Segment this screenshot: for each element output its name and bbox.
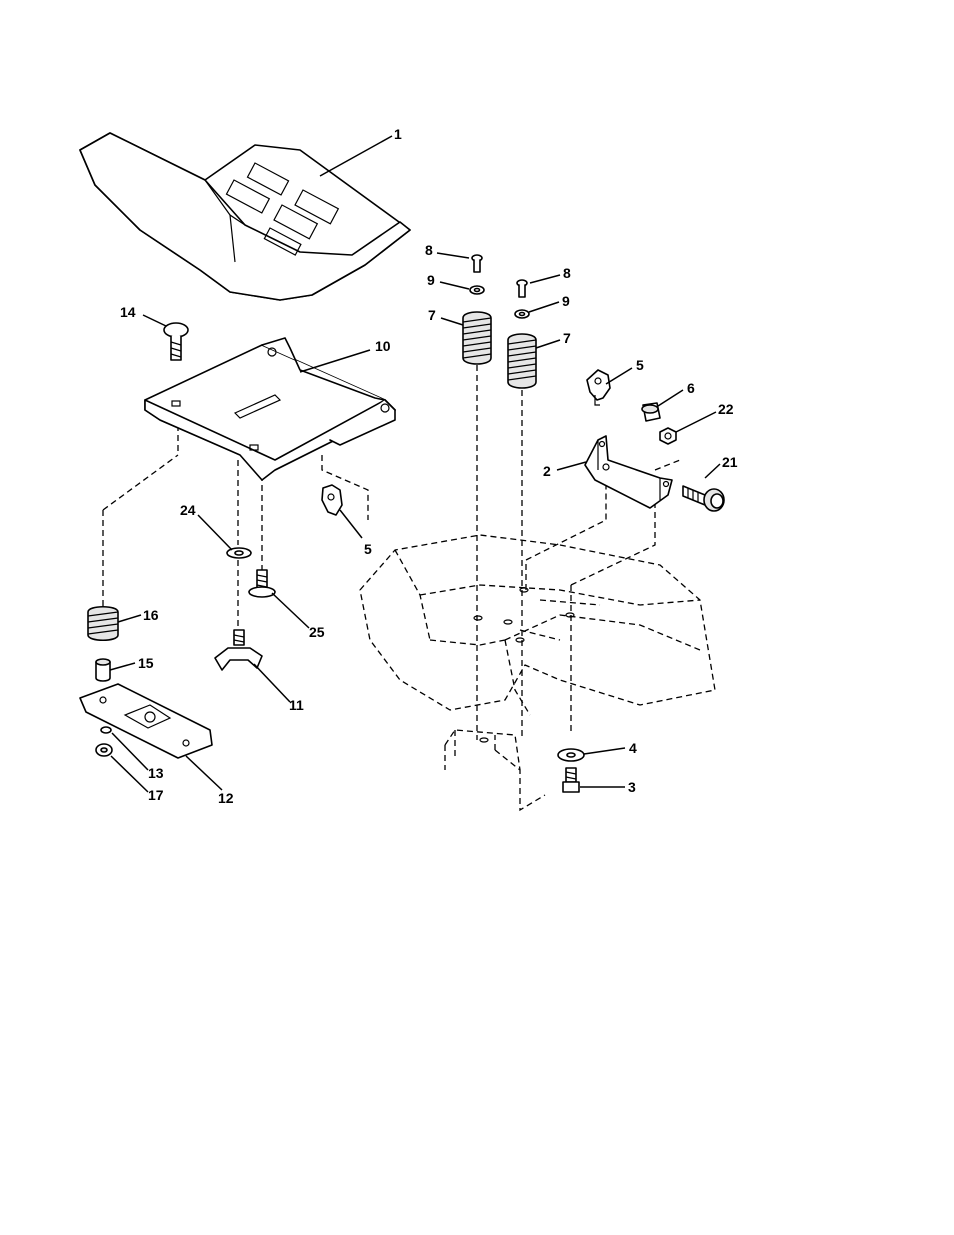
callout-label: 2 <box>543 463 551 479</box>
seat-pan <box>145 338 395 480</box>
callout-label: 5 <box>636 357 644 373</box>
callout-label: 16 <box>143 607 159 623</box>
callout-label: 12 <box>218 790 234 806</box>
callout-label: 3 <box>628 779 636 795</box>
callout-label: 8 <box>425 242 433 258</box>
callout-label: 9 <box>562 293 570 309</box>
hex-nut <box>660 428 676 444</box>
adjustment-clip-upper <box>587 370 610 405</box>
nut <box>642 403 660 421</box>
shoulder-screw <box>249 570 275 597</box>
callout-label: 15 <box>138 655 154 671</box>
callout-label: 24 <box>180 502 196 518</box>
callout-label: 7 <box>563 330 571 346</box>
bolt-washer-spring-right <box>508 280 536 388</box>
callout-label: 25 <box>309 624 325 640</box>
callout-label: 22 <box>718 401 734 417</box>
callout-label: 7 <box>428 307 436 323</box>
mounting-bracket <box>585 436 672 508</box>
shoulder-bolt <box>683 486 724 511</box>
hex-bolt <box>563 768 579 792</box>
callout-label: 11 <box>289 697 304 713</box>
seat-spring <box>88 607 118 641</box>
lower-mount-bracket <box>445 730 545 810</box>
callout-label: 5 <box>364 541 372 557</box>
bolt-washer-spring-left <box>463 255 491 364</box>
callout-label: 1 <box>394 126 402 142</box>
lock-washer <box>96 744 112 756</box>
callout-label: 9 <box>427 272 435 288</box>
callout-label: 8 <box>563 265 571 281</box>
adjustment-clip-lower <box>322 485 342 515</box>
carriage-bolt <box>164 323 188 360</box>
callout-label: 13 <box>148 765 164 781</box>
callout-label: 10 <box>375 338 391 354</box>
callout-label: 17 <box>148 787 164 803</box>
frame-chassis <box>360 535 715 715</box>
callout-label: 6 <box>687 380 695 396</box>
callout-label: 4 <box>629 740 637 756</box>
spacer <box>96 659 110 681</box>
lock-nut <box>101 727 111 733</box>
frame-washer <box>558 749 584 761</box>
seat <box>80 133 410 300</box>
callout-label: 21 <box>722 454 738 470</box>
callout-label: 14 <box>120 304 136 320</box>
